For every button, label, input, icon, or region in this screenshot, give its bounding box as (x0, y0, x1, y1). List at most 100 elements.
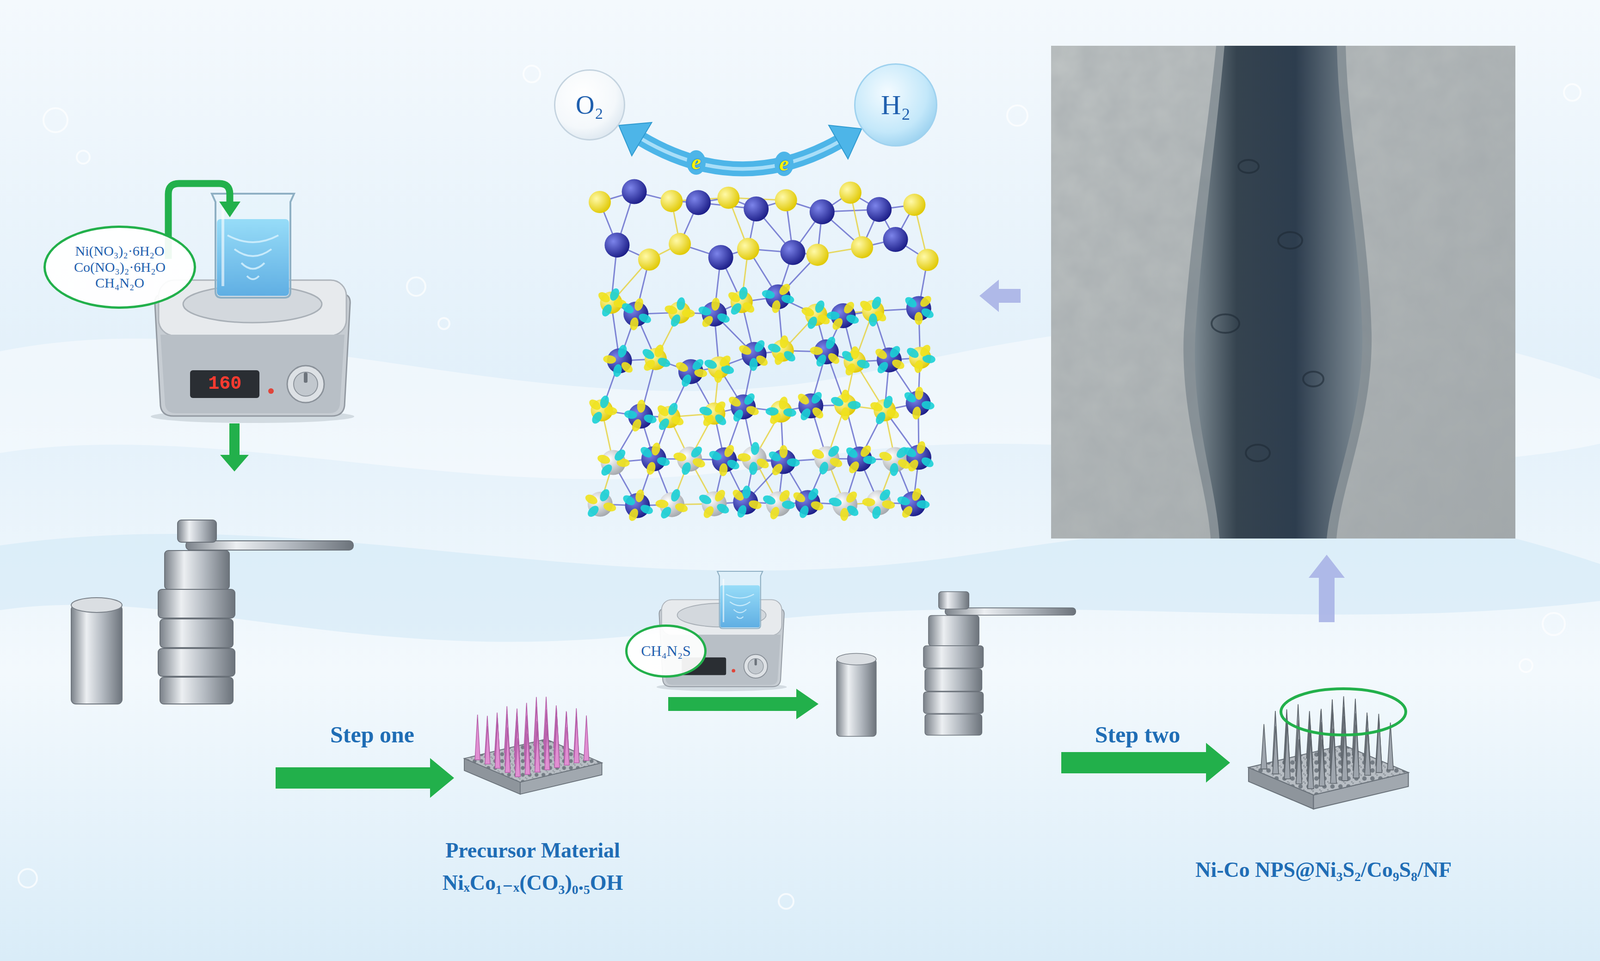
charge-density-lobe (824, 335, 837, 351)
autoclave (923, 591, 1076, 736)
charge-density-lobe (914, 386, 924, 401)
charge-density-lobe (871, 505, 883, 520)
charge-density-lobe (681, 308, 696, 319)
charge-density-lobe (633, 297, 645, 313)
tem-image (1051, 45, 1516, 539)
charge-density-lobe (690, 357, 706, 373)
charge-density-lobe (597, 487, 612, 504)
node-text: H₂ (880, 89, 911, 122)
oxygen-bubble: O₂ (553, 69, 626, 141)
beaker (211, 193, 295, 298)
atom (903, 193, 926, 216)
charge-density-lobe (710, 297, 721, 312)
charge-density-lobe (645, 461, 657, 476)
charge-density-lobe (810, 405, 825, 421)
down-arrow (229, 423, 240, 456)
charge-density-lobe (913, 359, 924, 375)
node-text: Ni(NO₃)₂·6H₂O (74, 243, 165, 260)
crystal-structure (583, 179, 939, 523)
charge-density-lobe (642, 413, 658, 425)
charge-density-lobe (612, 363, 623, 378)
product-foam (1248, 696, 1409, 810)
charge-density-lobe (844, 489, 860, 505)
nanoneedle (535, 730, 541, 773)
charge-density-lobe (826, 351, 842, 367)
charge-density-lobe (781, 500, 796, 511)
atom (806, 243, 829, 266)
charge-density-lobe (641, 357, 658, 373)
atom (685, 190, 711, 216)
atom (866, 196, 892, 222)
charge-density-lobe (744, 404, 761, 418)
charge-density-lobe (777, 488, 792, 504)
step-arrow (275, 758, 455, 799)
link-arrow (979, 279, 1021, 313)
charge-density-lobe (608, 287, 621, 303)
charge-density-lobe (741, 485, 752, 500)
charge-density-lobe (707, 449, 723, 463)
charge-density-lobe (680, 461, 693, 477)
electron-label: e (774, 151, 794, 177)
charge-density-lobe (919, 455, 936, 470)
atom (743, 196, 769, 222)
charge-density-lobe (779, 445, 788, 459)
nanoneedle (1284, 723, 1291, 780)
charge-density-lobe (619, 360, 635, 376)
charge-density-lobe (769, 461, 785, 478)
charge-density-lobe (717, 353, 733, 370)
charge-density-lobe (800, 305, 816, 318)
charge-density-lobe (637, 312, 653, 326)
charge-density-lobe (786, 457, 800, 468)
charge-density-lobe (672, 451, 688, 463)
charge-density-lobe (639, 503, 655, 516)
step-label: Step one (330, 721, 415, 749)
charge-density-lobe (700, 313, 715, 330)
charge-density-lobe (881, 394, 895, 410)
nanoneedle (1376, 719, 1383, 774)
charge-density-lobe (858, 298, 874, 314)
charge-density-lobe (636, 399, 647, 413)
charge-density-lobe (735, 504, 749, 520)
charge-density-lobe (596, 289, 612, 305)
charge-density-lobe (896, 495, 911, 508)
charge-density-lobe (722, 443, 736, 459)
reagent-oval: CH₄N₂S (625, 624, 708, 678)
charge-density-lobe (858, 443, 874, 459)
charge-density-lobe (777, 395, 789, 411)
charge-density-lobe (590, 410, 604, 426)
nanoneedle (485, 726, 491, 765)
node-text: CH₄N₂O (95, 275, 145, 292)
charge-density-lobe (868, 400, 885, 414)
nanoneedle (1364, 729, 1371, 776)
charge-density-lobe (810, 447, 826, 461)
node-text: CH₄N₂S (640, 642, 691, 660)
charge-density-lobe (749, 357, 759, 372)
charge-density-lobe (748, 461, 758, 476)
charge-density-lobe (875, 360, 891, 376)
charge-density-lobe (656, 416, 671, 432)
electron-label: e (686, 150, 706, 175)
atom (883, 227, 909, 253)
charge-density-lobe (887, 344, 903, 360)
beaker (717, 571, 763, 629)
charge-density-lobe (843, 362, 857, 378)
charge-density-lobe (877, 487, 893, 503)
charge-density-lobe (634, 488, 646, 504)
nanoneedle (1387, 722, 1394, 770)
charge-density-lobe (761, 493, 777, 507)
charge-density-lobe (598, 394, 611, 410)
charge-density-lobe (917, 343, 933, 359)
charge-density-lobe (752, 338, 767, 354)
charge-density-lobe (656, 356, 672, 369)
charge-density-lobe (656, 455, 671, 468)
charge-density-lobe (596, 453, 612, 466)
atom (588, 190, 611, 214)
charge-density-lobe (585, 504, 601, 520)
down-arrow-head (220, 455, 249, 472)
nanoneedle (495, 720, 501, 769)
charge-density-lobe (726, 394, 743, 409)
charge-density-lobe (765, 407, 779, 416)
charge-density-lobe (826, 311, 840, 320)
